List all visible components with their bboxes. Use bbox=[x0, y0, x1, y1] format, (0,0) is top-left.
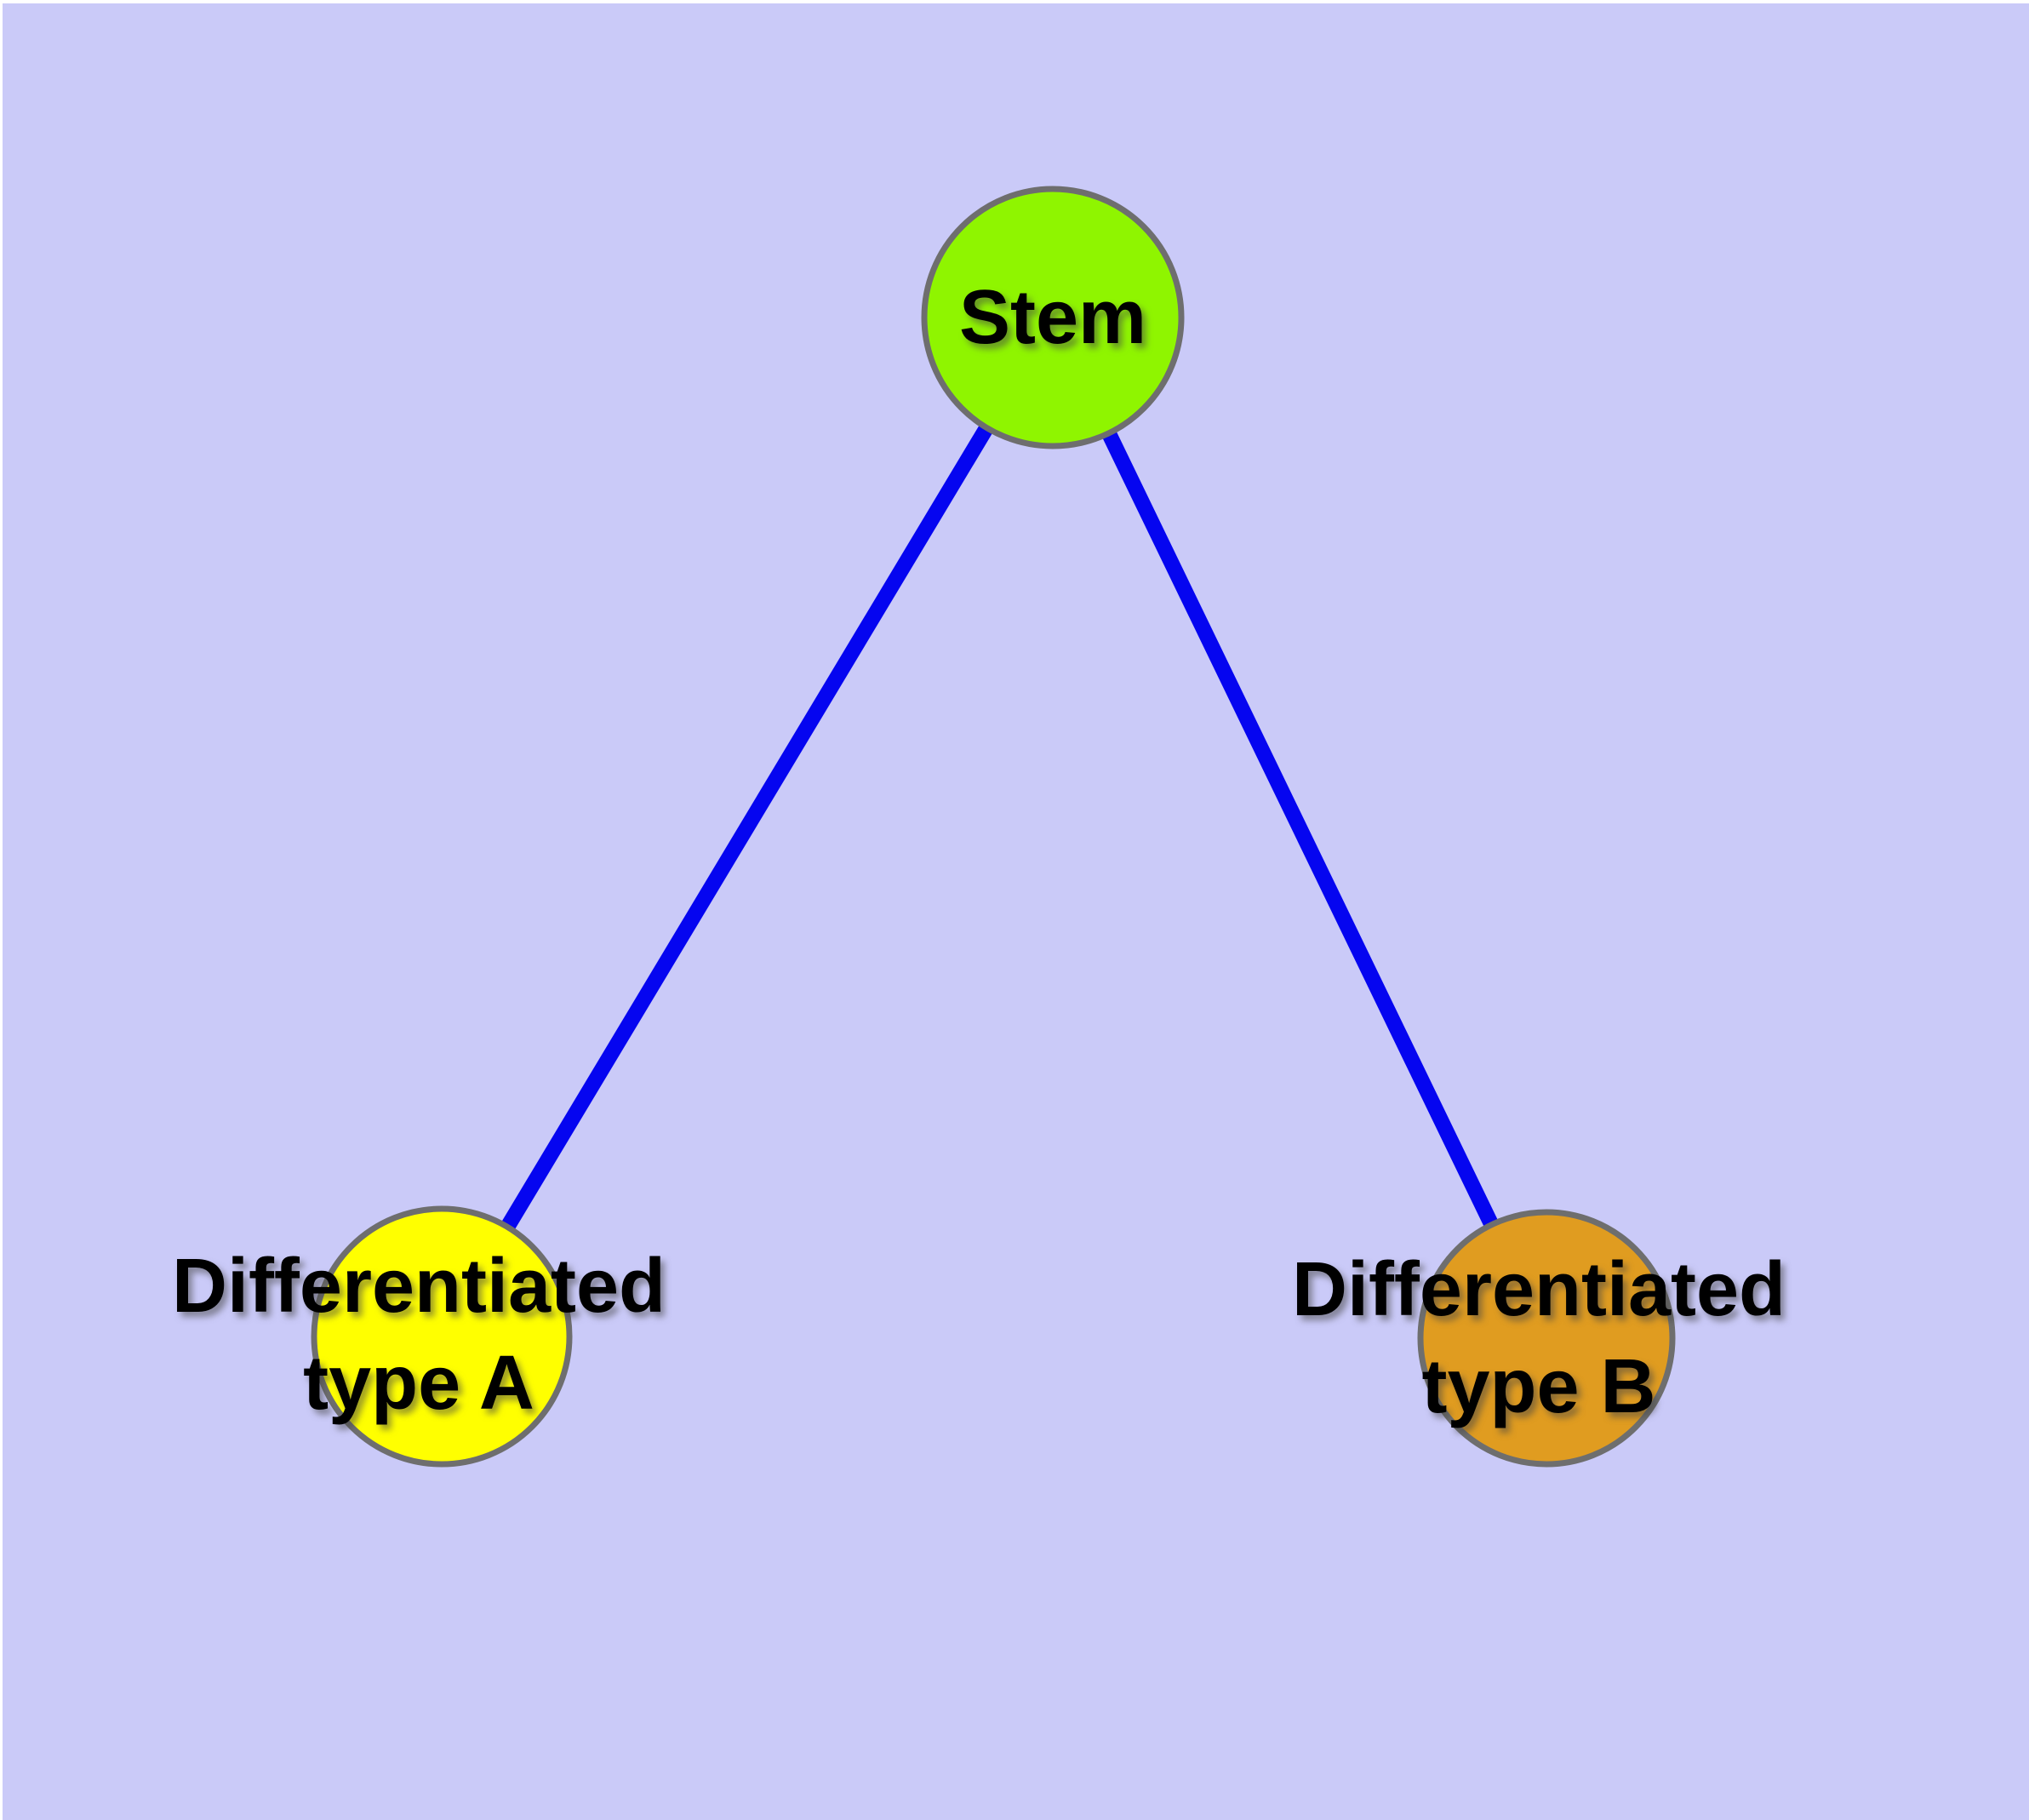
label-differentiated-type-b: Differentiated type B bbox=[1292, 1247, 1786, 1429]
edge-stem-to-differentiated-type-b bbox=[1045, 310, 1554, 1346]
label-differentiated-type-b-line-1: Differentiated bbox=[1292, 1247, 1786, 1332]
label-differentiated-type-b-line-2: type B bbox=[1421, 1344, 1655, 1429]
label-stem-line-1: Stem bbox=[959, 275, 1146, 360]
nodes-layer bbox=[311, 186, 1676, 1468]
node-differentiated-type-b bbox=[1417, 1209, 1676, 1468]
label-differentiated-type-a-line-2: type A bbox=[303, 1341, 534, 1426]
node-differentiated-type-a bbox=[311, 1205, 573, 1468]
node-stem bbox=[921, 186, 1185, 449]
edges-layer bbox=[434, 310, 1554, 1346]
edge-stem-to-differentiated-type-a bbox=[434, 310, 1060, 1344]
label-differentiated-type-a: Differentiated type A bbox=[172, 1244, 666, 1426]
label-differentiated-type-a-line-1: Differentiated bbox=[172, 1244, 666, 1329]
label-stem: Stem bbox=[959, 275, 1146, 360]
